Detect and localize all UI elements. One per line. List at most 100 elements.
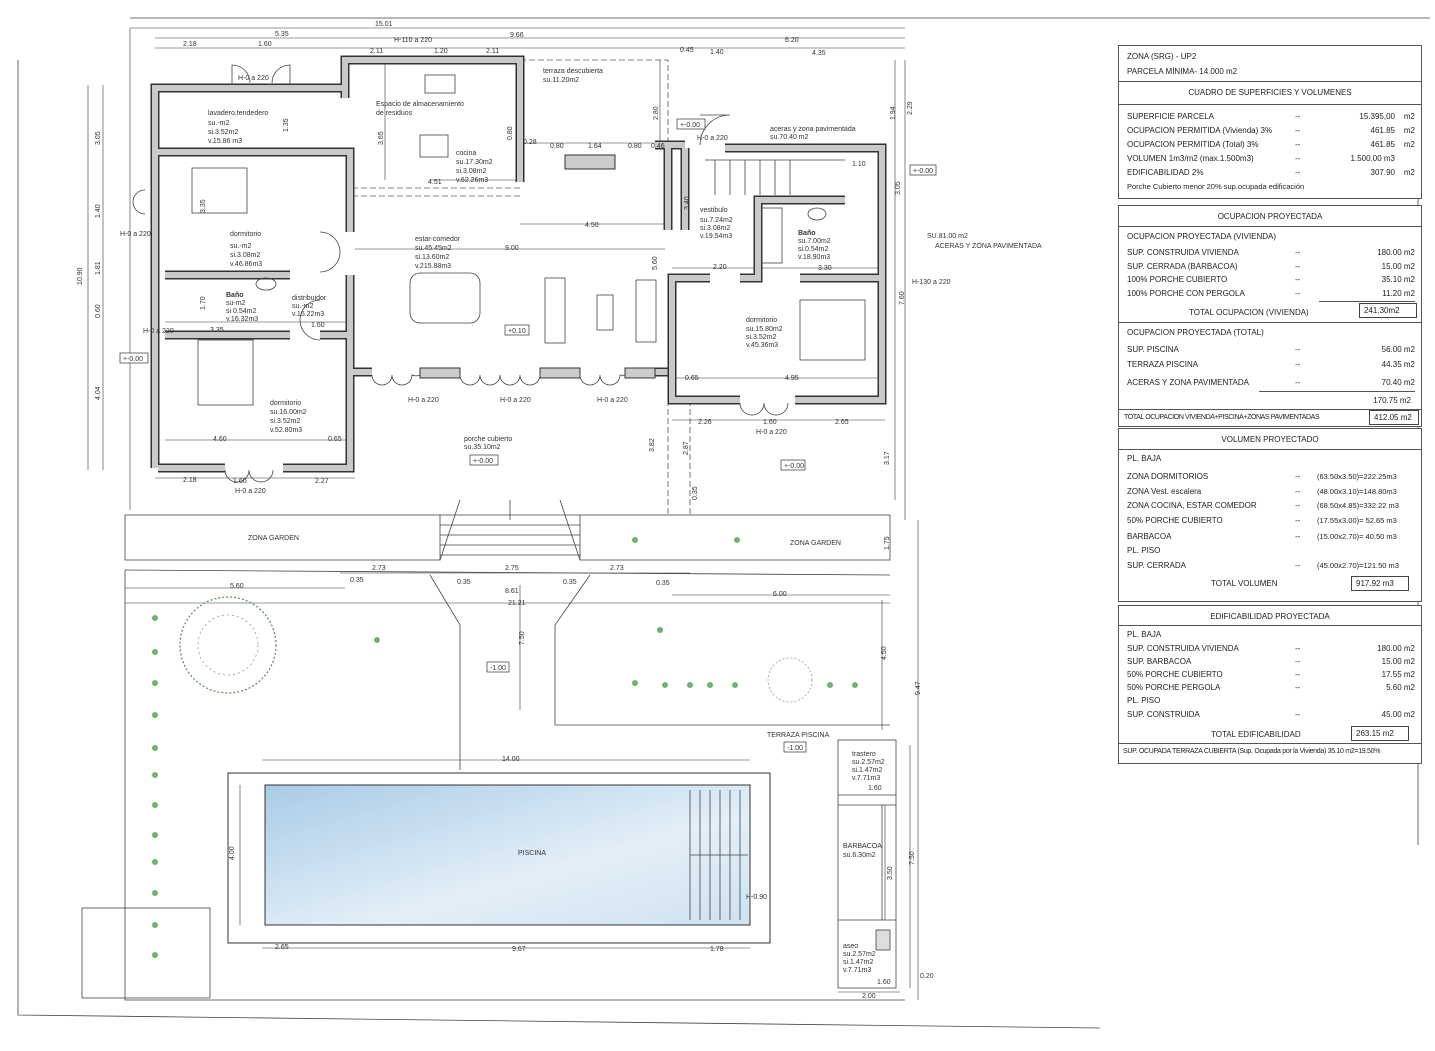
svg-text:H-0 a 220: H-0 a 220 [120, 231, 151, 238]
svg-text:6.20: 6.20 [785, 37, 799, 44]
table-row: 100% PORCHE CUBIERTO--35.10 m2 [1127, 275, 1415, 284]
room-cocina: cocina [456, 150, 476, 157]
table-row: VOLUMEN 1m3/m2 (max.1.500m3)--1.500.00 m… [1127, 154, 1395, 163]
svg-text:H-0 a 220: H-0 a 220 [500, 397, 531, 404]
svg-text:su-m2: su-m2 [226, 300, 246, 307]
svg-text:2.00: 2.00 [862, 993, 876, 1000]
table-row: OCUPACION PERMITIDA (Vivienda) 3%--461.8… [1127, 126, 1415, 135]
svg-text:8.61: 8.61 [505, 588, 519, 595]
svg-text:-1.00: -1.00 [490, 665, 506, 672]
room-bano-1: Baño [226, 292, 244, 299]
svg-text:7.50: 7.50 [519, 631, 526, 645]
svg-text:H-0 a 220: H-0 a 220 [697, 135, 728, 142]
svg-text:si.1.47m2: si.1.47m2 [852, 767, 882, 774]
svg-text:-1.00: -1.00 [787, 745, 803, 752]
dimension-labels: 15.01 5.35 9.66 6.20 2.18 1.60 2.11 1.20… [77, 21, 934, 1000]
svg-text:v.15.22m3: v.15.22m3 [292, 311, 324, 318]
svg-text:1.81: 1.81 [95, 261, 102, 275]
svg-text:su.16.00m2: su.16.00m2 [270, 409, 307, 416]
svg-text:1.10: 1.10 [852, 161, 866, 168]
svg-text:4.95: 4.95 [785, 375, 799, 382]
svg-text:7.60: 7.60 [899, 291, 906, 305]
svg-text:1.64: 1.64 [588, 143, 602, 150]
svg-text:1.60: 1.60 [763, 419, 777, 426]
table-row: SUP. CONSTRUIDA--45.00 m2 [1127, 710, 1415, 719]
svg-text:v.7.71m3: v.7.71m3 [852, 775, 880, 782]
svg-text:0.35: 0.35 [457, 579, 471, 586]
table-row: TERRAZA PISCINA--44.35 m2 [1127, 360, 1415, 369]
total-ocupacion-vivienda-value: 241.30m2 [1359, 303, 1417, 318]
svg-text:0.28: 0.28 [523, 139, 537, 146]
svg-text:0.60: 0.60 [95, 304, 102, 318]
svg-text:2.75: 2.75 [505, 565, 519, 572]
svg-text:1.40: 1.40 [95, 204, 102, 218]
table-row: ZONA Vest. escalera--(48.00x3.10)=148.80… [1127, 487, 1397, 496]
table-row: SUP. PISCINA--56.00 m2 [1127, 345, 1415, 354]
furniture [191, 74, 866, 406]
svg-text:+-0.00: +-0.00 [680, 122, 700, 129]
svg-text:0.35: 0.35 [563, 579, 577, 586]
svg-text:0.35: 0.35 [692, 486, 699, 500]
svg-text:H-0.90: H-0.90 [746, 894, 767, 901]
svg-text:1.60: 1.60 [877, 979, 891, 986]
svg-text:su.6.30m2: su.6.30m2 [843, 852, 876, 859]
svg-text:4.50: 4.50 [585, 222, 599, 229]
svg-text:4.35: 4.35 [812, 50, 826, 57]
room-aceras-2: SU.81.00 m2 [927, 233, 968, 240]
svg-text:5.35: 5.35 [275, 31, 289, 38]
svg-text:1.75: 1.75 [884, 536, 891, 550]
svg-text:si.3.52m2: si.3.52m2 [746, 334, 776, 341]
svg-text:4.00: 4.00 [229, 846, 236, 860]
svg-text:14.00: 14.00 [502, 756, 520, 763]
svg-text:0.20: 0.20 [920, 973, 934, 980]
svg-text:2.26: 2.26 [698, 419, 712, 426]
ocupacion-title: OCUPACION PROYECTADA [1217, 212, 1323, 221]
svg-text:2.65: 2.65 [835, 419, 849, 426]
svg-text:su.7.00m2: su.7.00m2 [798, 238, 831, 245]
table-row: 50% PORCHE CUBIERTO--17.55 m2 [1127, 670, 1415, 679]
table-row: 50% PORCHE CUBIERTO--(17.55x3.00)= 52.65… [1127, 516, 1397, 525]
svg-text:1.70: 1.70 [200, 296, 207, 310]
zona-cuadro-table: ZONA (SRG) - UP2 PARCELA MÍNIMA- 14.000 … [1118, 45, 1422, 199]
svg-text:si.3.52m2: si.3.52m2 [270, 418, 300, 425]
svg-text:H-0 a 220: H-0 a 220 [235, 488, 266, 495]
total-volumen-label: TOTAL VOLUMEN [1211, 579, 1278, 588]
edificabilidad-footer: SUP. OCUPADA TERRAZA CUBIERTA (Sup. Ocup… [1123, 748, 1381, 755]
svg-text:3.82: 3.82 [649, 438, 656, 452]
ocupacion-sub1: OCUPACION PROYECTADA (VIVIENDA) [1127, 232, 1277, 241]
svg-text:v.45.36m3: v.45.36m3 [746, 342, 778, 349]
svg-text:su.7.24m2: su.7.24m2 [700, 217, 733, 224]
room-estar-comedor: estar-comedor [415, 236, 461, 243]
svg-text:v.18.90m3: v.18.90m3 [798, 254, 830, 261]
room-almacenamiento: Espacio de almacenamiento [376, 101, 464, 108]
table-row: SUP. CERRADA--(45.00x2.70)=121.50 m3 [1127, 561, 1399, 570]
svg-text:9.00: 9.00 [505, 245, 519, 252]
svg-text:v.215.88m3: v.215.88m3 [415, 263, 451, 270]
svg-text:3.40: 3.40 [684, 196, 691, 210]
room-dormitorio-2: dormitorio [270, 400, 301, 407]
svg-text:6.00: 6.00 [773, 591, 787, 598]
svg-text:1.35: 1.35 [283, 118, 290, 132]
svg-text:su.-m2: su.-m2 [292, 303, 314, 310]
svg-text:0.80: 0.80 [628, 143, 642, 150]
svg-text:2.11: 2.11 [486, 48, 499, 55]
svg-text:si.3.08m2: si.3.08m2 [230, 252, 260, 259]
walls [150, 55, 887, 473]
pool [81, 772, 771, 999]
table-row: ACERAS Y ZONA PAVIMENTADA--70.40 m2 [1127, 378, 1415, 387]
svg-text:si.0.54m2: si.0.54m2 [798, 246, 828, 253]
room-dormitorio-3: dormitorio [746, 317, 777, 324]
svg-text:si.3.52m2: si.3.52m2 [208, 129, 238, 136]
svg-text:3.05: 3.05 [895, 181, 902, 195]
total-edificabilidad-label: TOTAL EDIFICABILIDAD [1211, 730, 1301, 739]
svg-text:su.70.40 m2: su.70.40 m2 [770, 134, 809, 141]
total-ocupacion-value: 412.05 m2 [1369, 410, 1419, 425]
svg-text:2.65: 2.65 [275, 944, 289, 951]
svg-text:0.35: 0.35 [350, 577, 364, 584]
svg-text:3.35: 3.35 [210, 327, 224, 334]
svg-text:4.51: 4.51 [428, 179, 442, 186]
svg-text:3.50: 3.50 [887, 866, 894, 880]
svg-text:3.05: 3.05 [95, 131, 102, 145]
